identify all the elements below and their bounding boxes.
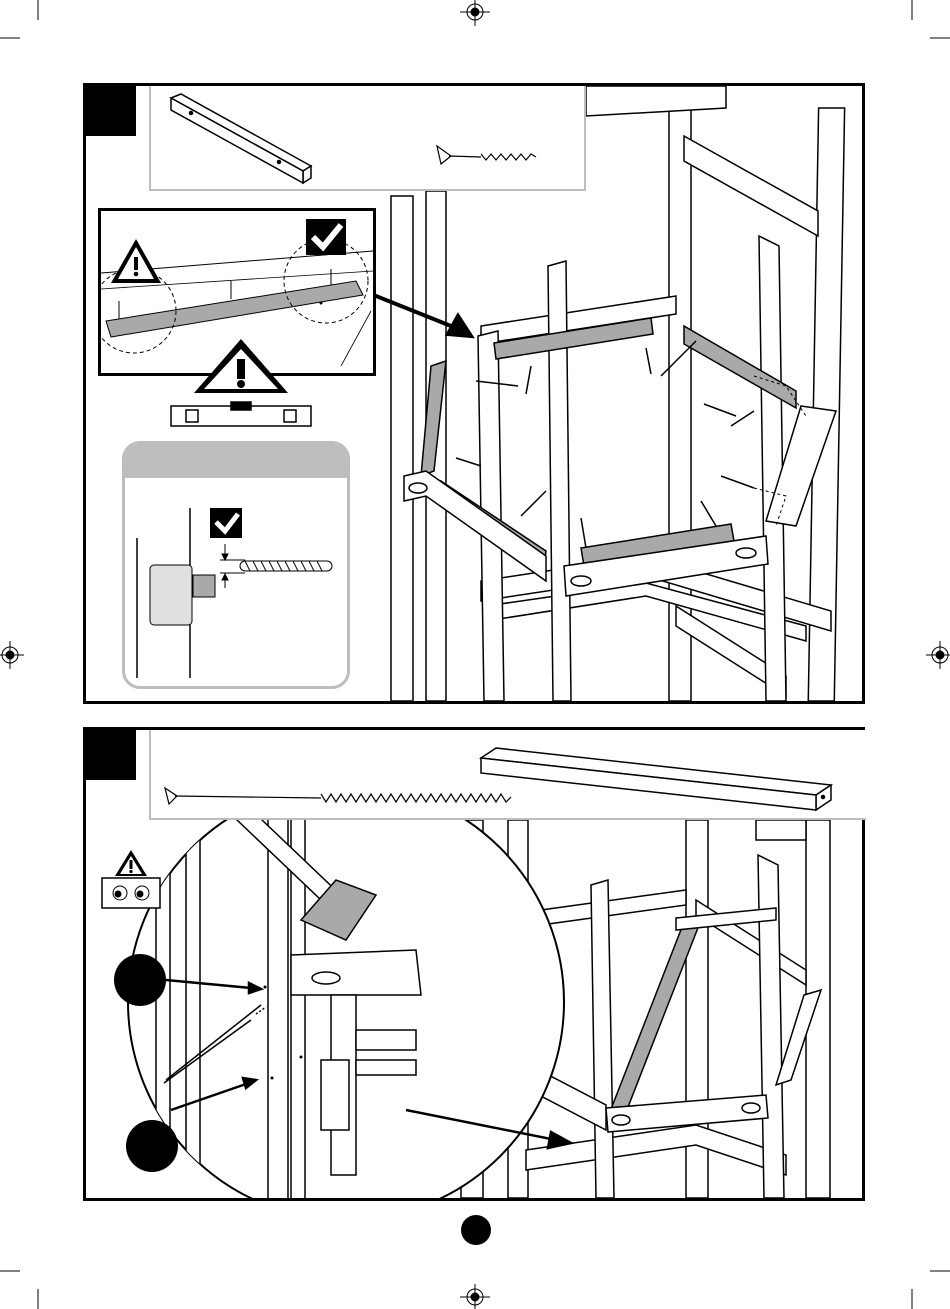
wood-screw-long — [165, 788, 511, 804]
wood-screw-short — [437, 146, 536, 164]
wood-beam-long — [481, 748, 831, 810]
attention-icon — [100, 848, 162, 910]
step-number-badge — [86, 730, 136, 780]
parts-box-illustration — [151, 86, 584, 189]
crosshair-right-icon — [926, 641, 950, 669]
screw-icon — [240, 561, 332, 571]
crosshair-left-icon — [0, 641, 24, 669]
callout-badge-2 — [126, 1120, 178, 1172]
step-bottom-panel — [83, 727, 865, 1201]
screw-depth-header — [125, 444, 347, 478]
callout-badge-1 — [114, 954, 166, 1006]
parts-box — [149, 730, 866, 820]
pointer-arrow — [371, 294, 471, 336]
parts-box-illustration — [151, 730, 866, 818]
warning-triangle-icon — [194, 339, 288, 393]
wood-beam-short — [171, 94, 311, 183]
warning-triangle-icon — [111, 239, 161, 283]
screw-depth-illustration — [125, 478, 347, 688]
page-number-badge — [461, 1215, 491, 1245]
step-top-panel — [83, 83, 865, 704]
crosshair-top-icon — [460, 0, 490, 26]
magnifier-detail — [128, 784, 564, 1198]
level-warning — [166, 331, 336, 436]
check-mark-icon — [210, 508, 242, 538]
parts-box — [149, 86, 586, 191]
screw-depth-detail — [122, 441, 350, 689]
spirit-level-icon — [171, 402, 311, 426]
crosshair-bottom-icon — [460, 1284, 490, 1309]
warning-triangle-icon — [115, 850, 147, 876]
check-mark-icon — [306, 219, 346, 255]
step-number-badge — [86, 86, 136, 136]
